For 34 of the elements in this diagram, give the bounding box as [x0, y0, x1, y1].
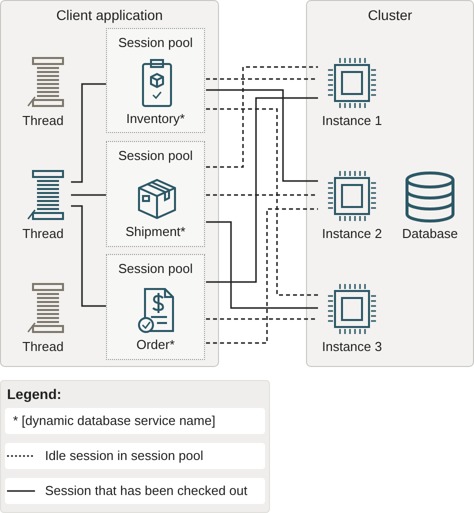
connector-line — [71, 205, 106, 307]
thread-label: Thread — [21, 226, 65, 242]
session-pool-box — [106, 141, 205, 247]
service-label: Order* — [135, 337, 176, 353]
session-pool-box — [106, 254, 205, 360]
idle-session-line — [206, 208, 318, 344]
idle-session-line — [206, 318, 318, 320]
legend-text: Idle session in session pool — [45, 448, 204, 463]
thread-label: Thread — [21, 113, 65, 129]
legend-title: Legend: — [7, 386, 62, 402]
connector-line — [206, 221, 318, 309]
group-panel — [306, 0, 474, 367]
idle-session-line — [206, 194, 318, 196]
idle-session-line — [206, 66, 318, 168]
instance-label: Instance 3 — [321, 339, 383, 355]
database-label: Database — [401, 226, 459, 242]
legend-text: Session that has been checked out — [45, 483, 248, 498]
service-label: Inventory* — [125, 111, 186, 127]
session-pool-box — [106, 28, 205, 133]
panel-title: Client application — [55, 7, 164, 23]
connector-line — [71, 83, 106, 183]
connector-line — [71, 194, 106, 196]
pool-title: Session pool — [117, 148, 194, 164]
instance-label: Instance 2 — [321, 226, 383, 242]
thread-label: Thread — [21, 339, 65, 355]
pool-title: Session pool — [117, 35, 194, 51]
connector-line — [206, 89, 318, 182]
panel-title: Cluster — [366, 7, 414, 23]
pool-title: Session pool — [117, 261, 194, 277]
instance-label: Instance 1 — [321, 113, 383, 129]
legend-text: * [dynamic database service name] — [13, 413, 216, 428]
group-panel — [0, 0, 219, 367]
service-label: Shipment* — [124, 224, 186, 240]
idle-session-line — [206, 78, 318, 80]
